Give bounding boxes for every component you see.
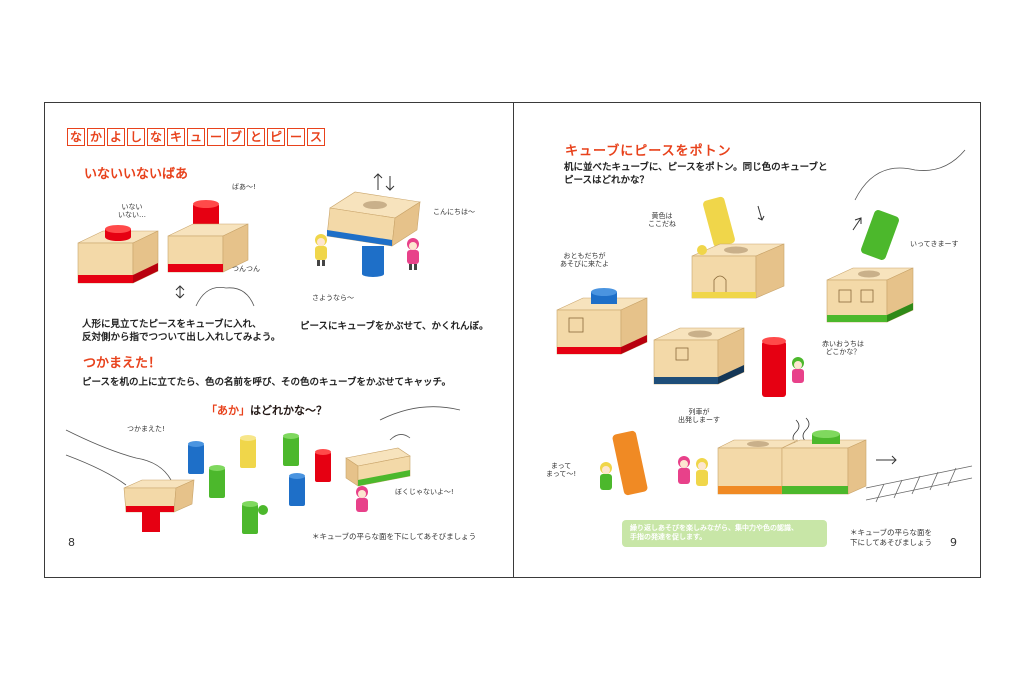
title-char: な — [147, 128, 165, 146]
question-which-is-red: 「あか」はどれかな〜？ — [206, 402, 327, 418]
section-heading-inai: いないいないばあ — [84, 167, 189, 182]
cube-illustration-red-peekaboo — [77, 225, 159, 284]
caption-drop-piece: 机に並べたキューブに、ピースをポトン。同じ色のキューブと ピースはどれかな？ — [564, 162, 828, 186]
speech-bubble-otomodachi: おともだちが あそびに来たよ — [560, 252, 609, 269]
cube-illustration-green — [826, 267, 914, 323]
title-char: ュ — [187, 128, 205, 146]
caption-peekaboo: 人形に見立てたピースをキューブに入れ、 反対側から指でつついて出し入れしてみよう… — [82, 319, 281, 344]
cube-illustration-navy — [653, 327, 745, 385]
speech-bubble-inai: いない いない… — [118, 203, 146, 220]
page-gutter — [513, 103, 514, 577]
right-page-title: キューブにピースをポトン — [565, 144, 732, 159]
green-note-development: 繰り返しあそびを楽しみながら、集中力や色の認識、 手指の発達を促します。 — [622, 520, 827, 547]
standing-pieces-group — [188, 433, 331, 534]
note-flat-side-left: ＊キューブの平らな面を下にしてあそびましょう — [312, 532, 477, 541]
speech-bubble-bokujanai: ぼくじゃないよ〜! — [395, 488, 454, 496]
poking-hand-illustration — [175, 285, 255, 307]
speech-bubble-akai: 赤いおうちは どこかな？ — [822, 340, 864, 357]
label-tsuntsun: つんつん — [232, 265, 260, 273]
title-char: ス — [307, 128, 325, 146]
train-cubes-illustration — [717, 417, 973, 503]
hand-catching-cube-illustration — [65, 429, 195, 532]
cube-illustration-yellow — [691, 196, 785, 299]
red-piece-and-doll — [762, 337, 804, 397]
question-rest: はどれかな〜？ — [250, 404, 327, 417]
title-char: ー — [287, 128, 305, 146]
title-char: か — [87, 128, 105, 146]
title-char: と — [247, 128, 265, 146]
speech-bubble-baa: ばあ〜! — [232, 183, 256, 191]
speech-bubble-tsukamaeta: つかまえた! — [127, 425, 165, 433]
book-spread — [44, 102, 981, 578]
title-char: キ — [167, 128, 185, 146]
doll-yellow-left — [315, 234, 327, 266]
page-number-left: 8 — [68, 536, 75, 549]
hand-dropping-green-piece — [852, 149, 966, 260]
hand-with-green-cube-illustration — [345, 406, 461, 512]
speech-bubble-matte: まって まって〜! — [546, 462, 577, 479]
title-char: ピ — [267, 128, 285, 146]
cube-illustration-red-baa — [167, 200, 249, 273]
speech-bubble-kiiro: 黄色は ここだね — [648, 212, 676, 229]
question-color-word: 「あか」 — [206, 404, 250, 417]
title-char: ー — [207, 128, 225, 146]
section-heading-tsukamaeta: つかまえた！ — [83, 356, 162, 371]
speech-bubble-ressha: 列車が 出発しまーす — [678, 408, 720, 425]
cube-illustration-hide-and-seek — [326, 173, 421, 277]
speech-bubble-ittekimasu: いってきまーす — [910, 240, 959, 248]
title-char: し — [127, 128, 145, 146]
left-page-title: なかよしなキューブとピース — [67, 128, 325, 146]
cube-illustration-red-with-blue-piece — [556, 288, 648, 355]
note-flat-side-right: ＊キューブの平らな面を 下にしてあそびましょう — [850, 528, 933, 548]
orange-piece-and-dolls — [600, 430, 708, 496]
page-number-right: 9 — [950, 536, 957, 549]
doll-pink-right — [407, 238, 419, 270]
title-char: な — [67, 128, 85, 146]
caption-catch-game: ピースを机の上に立てたら、色の名前を呼び、その色のキューブをかぶせてキャッチ。 — [82, 377, 451, 388]
speech-bubble-konnichiwa: こんにちは〜 — [433, 208, 475, 216]
title-char: ブ — [227, 128, 245, 146]
title-char: よ — [107, 128, 125, 146]
speech-bubble-sayounara: さようなら〜 — [312, 294, 354, 302]
caption-hide-and-seek: ピースにキューブをかぶせて、かくれんぼ。 — [300, 321, 489, 332]
